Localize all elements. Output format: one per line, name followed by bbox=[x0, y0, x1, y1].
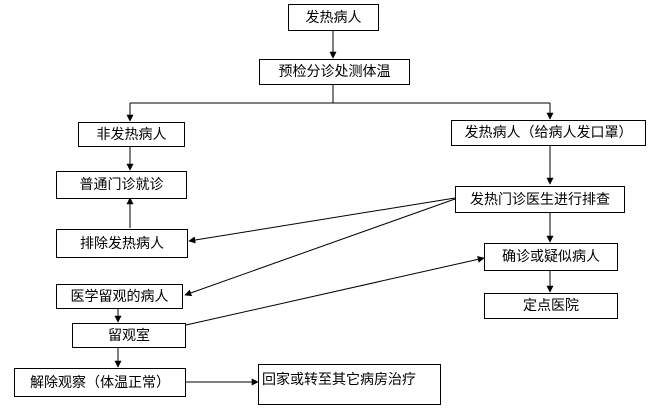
node-observation-room: 留观室 bbox=[72, 323, 186, 348]
edge-screening-to-observation bbox=[184, 198, 456, 297]
node-fever-patient-top: 发热病人 bbox=[288, 4, 379, 31]
node-observation-patient: 医学留观的病人 bbox=[56, 284, 183, 309]
node-fever-patient-mask: 发热病人（给病人发口罩） bbox=[451, 120, 646, 146]
edge-screening-to-exclude bbox=[188, 197, 456, 244]
node-release-observation: 解除观察（体温正常） bbox=[14, 368, 186, 397]
edge-room-to-confirmed bbox=[185, 255, 485, 326]
node-precheck-triage: 预检分诊处测体温 bbox=[259, 59, 410, 85]
node-confirmed-suspected: 确诊或疑似病人 bbox=[484, 243, 618, 271]
node-designated-hospital: 定点医院 bbox=[484, 293, 618, 319]
node-fever-clinic-screening: 发热门诊医生进行排查 bbox=[455, 186, 625, 213]
node-exclude-fever: 排除发热病人 bbox=[56, 229, 188, 258]
node-general-outpatient: 普通门诊就诊 bbox=[56, 171, 187, 199]
node-home-or-transfer: 回家或转至其它病房治疗 bbox=[258, 364, 441, 405]
node-non-fever-patient: 非发热病人 bbox=[78, 122, 185, 147]
